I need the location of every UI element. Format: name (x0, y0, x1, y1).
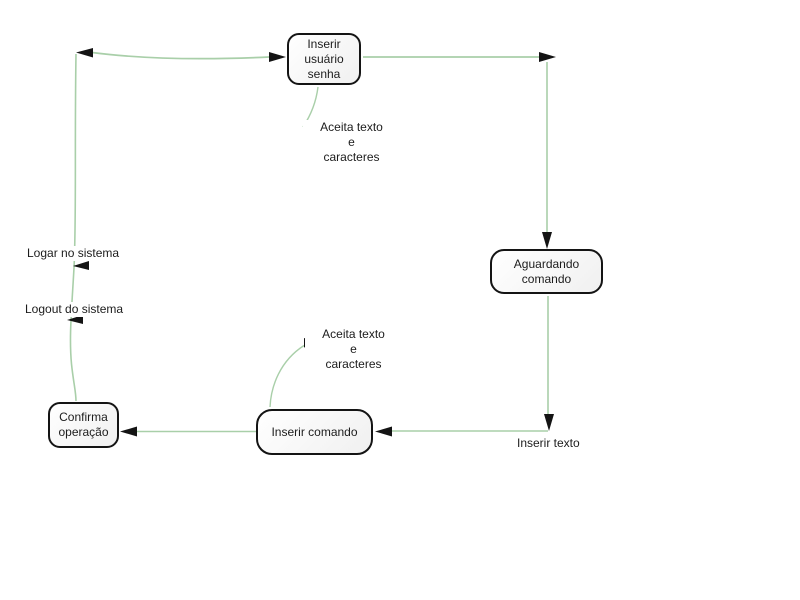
edge-label-aceita-texto-top: Aceita texto e caracteres (303, 120, 400, 165)
arrowhead-logar-icon (73, 261, 89, 270)
node-inserir-comando[interactable]: Inserir comando (256, 409, 373, 455)
node-inserir-usuario-senha[interactable]: Inserir usuário senha (287, 33, 361, 85)
node-aguardando-comando[interactable]: Aguardando comando (490, 249, 603, 294)
arrowhead-into-aguardando-icon (542, 232, 552, 249)
edge-selfloop-bottom (269, 344, 305, 408)
edge-top-left (91, 51, 270, 60)
arrowhead-corner-right-icon (539, 52, 556, 62)
arrowhead-into-confirma-icon (120, 426, 137, 437)
arrowhead-logout-icon (67, 315, 83, 324)
edge-left-vertical (69, 53, 77, 402)
arrowhead-into-inserir-comando-icon (375, 426, 392, 437)
arrowhead-right-into-inserir-usuario-icon (269, 52, 286, 62)
edge-label-logout-do-sistema: Logout do sistema (25, 302, 124, 317)
arrowhead-corner-down-icon (544, 414, 554, 431)
arrowhead-left-icon (76, 48, 93, 58)
edge-label-logar-no-sistema: Logar no sistema (27, 246, 120, 261)
node-confirma-operacao[interactable]: Confirma operação (48, 402, 119, 448)
edge-label-inserir-texto: Inserir texto (517, 436, 580, 451)
edge-label-aceita-texto-bottom: Aceita texto e caracteres (305, 327, 402, 372)
